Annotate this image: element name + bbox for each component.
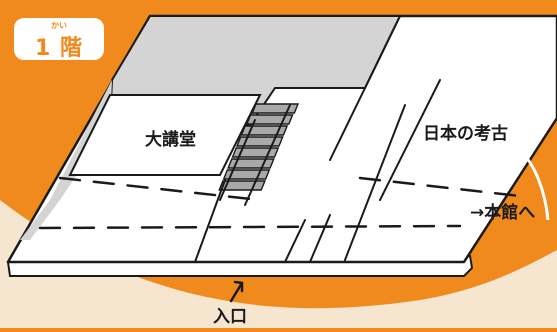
paper-background bbox=[0, 200, 557, 328]
floor-number: 1 階 bbox=[14, 30, 104, 62]
main-building-direction: →本館へ bbox=[470, 203, 536, 223]
entrance-arrow bbox=[229, 280, 244, 303]
floor-badge: かい 1 階 bbox=[14, 18, 104, 62]
floor-ruby: かい bbox=[51, 21, 67, 30]
floor-kanji: 階 bbox=[59, 36, 83, 61]
exit-arc bbox=[518, 148, 550, 221]
corridor-lines bbox=[38, 176, 522, 230]
shaded-area-left bbox=[50, 80, 112, 200]
japanese-archaeology-label: 日本の考古 bbox=[423, 124, 508, 144]
floor-digit: 1 bbox=[35, 36, 52, 61]
shaded-area-left-strip bbox=[20, 200, 60, 240]
lecture-hall-label: 大講堂 bbox=[145, 130, 196, 150]
entrance-label: 入口 bbox=[213, 307, 247, 327]
interior-walls bbox=[194, 15, 441, 263]
lecture-hall-room bbox=[68, 94, 262, 176]
